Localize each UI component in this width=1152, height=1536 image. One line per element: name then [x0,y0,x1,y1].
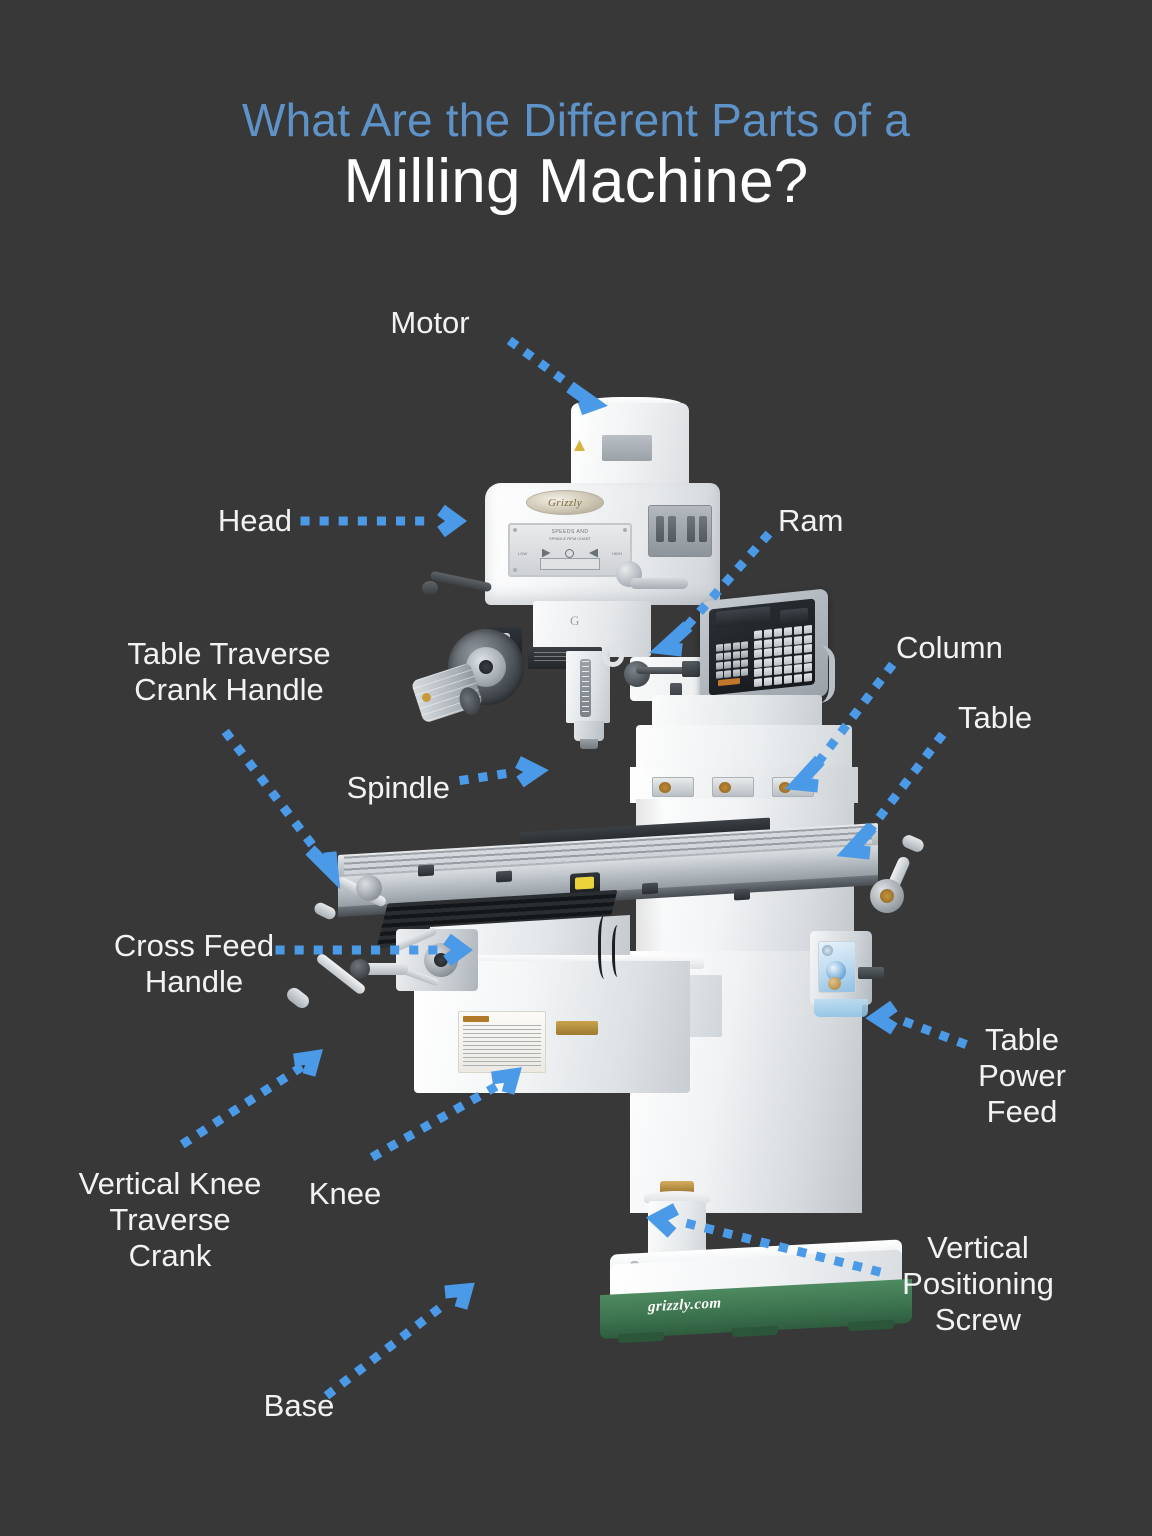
arrowhead-vertical-knee-crank [293,1049,323,1077]
warning-triangle-icon [574,440,585,451]
brand-badge [526,490,604,515]
dro-keypad[interactable] [754,624,812,688]
lifting-eye [602,645,624,667]
label-vertical-knee-traverse-crank: Vertical Knee Traverse Crank [78,1166,262,1273]
feed-oiler [422,693,431,702]
quill-depth-scale [580,659,591,717]
brake-lever-arm [429,570,493,593]
right-table-crank-grip[interactable] [900,833,926,854]
title-line-1: What Are the Different Parts of a [242,94,910,146]
arrow-vertical-knee-crank [179,1061,307,1149]
arrow-motor [506,336,592,403]
wiring-harness-1 [598,915,614,979]
wiring-harness-2 [612,925,626,977]
label-cross-feed-handle: Cross Feed Handle [113,928,275,999]
label-vertical-positioning-screw: Vertical Positioning Screw [902,1230,1054,1337]
spindle-taper [580,739,598,749]
power-feed-indicator [822,945,833,956]
label-table: Table [958,700,1033,735]
power-feed-knob[interactable] [828,977,841,990]
title-line-2: Milling Machine? [343,147,809,217]
head-lock-lever [630,578,688,589]
dro-handle [819,645,835,703]
dro-readout-secondary [780,607,808,625]
knee-warning-label [458,1011,546,1073]
label-base: Base [263,1388,335,1423]
label-motor: Motor [390,305,470,340]
table-stop-3 [642,882,658,895]
label-head: Head [217,503,292,538]
label-table-power-feed: Table Power Feed [978,1022,1066,1129]
handwheel-hub [479,660,493,674]
motor-nameplate [602,435,652,461]
cross-feed-collar [350,959,370,979]
dro-function-keys[interactable] [716,641,748,679]
power-feed-rate-dial[interactable] [826,961,846,981]
page-title: What Are the Different Parts of a Millin… [0,96,1152,220]
label-table-traverse-crank-handle: Table Traverse Crank Handle [127,636,331,707]
housing-logo: G [570,613,580,628]
right-crank-dial [880,889,894,903]
ram-pinion [624,661,650,687]
power-feed-skirt [814,999,868,1017]
label-column: Column [896,630,1003,665]
table-traverse-crank-grip[interactable] [312,900,338,922]
table-traverse-crank-hub[interactable] [356,875,382,901]
cross-feed-dial-center [434,953,448,967]
column-bolt-3 [772,777,814,797]
cross-feed-handle-grip[interactable] [284,985,312,1011]
head-vent-cover [648,505,712,557]
turret [652,695,822,729]
label-spindle: Spindle [346,770,450,805]
column-top [636,725,852,771]
power-feed-label [858,967,884,979]
brake-lever-ball [422,581,438,595]
column-bolt-1 [652,777,694,797]
spindle-nose [574,721,604,741]
table-stop-1 [418,864,434,877]
knee-model-plate [556,1021,598,1035]
label-knee: Knee [308,1176,382,1211]
speed-chart-plate: SPEEDS AND SPINDLE RPM CHART LOW HIGH [508,523,632,577]
arrowhead-table-traverse-crank [305,845,341,890]
label-ram: Ram [778,503,844,538]
table-stop-4 [734,888,750,901]
table-stop-2 [496,870,512,883]
column-bolt-2 [712,777,754,797]
